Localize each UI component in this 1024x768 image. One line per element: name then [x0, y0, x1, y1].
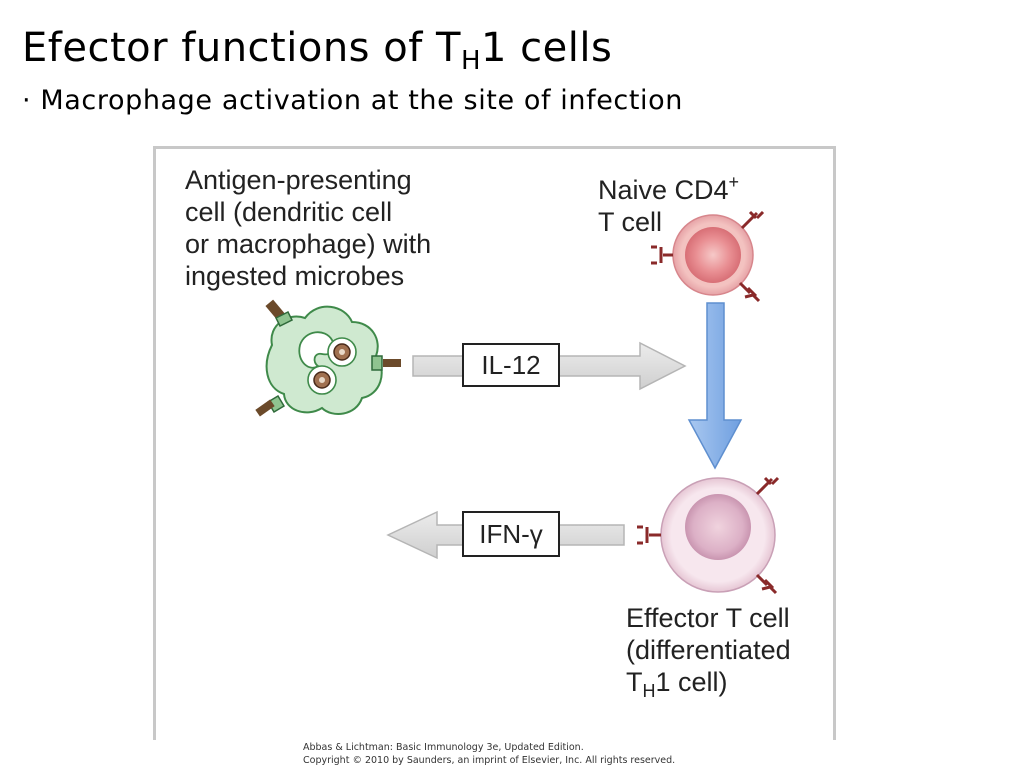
effector-t-cell	[637, 476, 780, 595]
credit-line1: Abbas & Lichtman: Basic Immunology 3e, U…	[303, 742, 584, 753]
apc-label-line: cell (dendritic cell	[185, 197, 393, 227]
effector-label-line1: Effector T cell	[626, 603, 790, 633]
tcr-receptor	[637, 525, 661, 545]
antigen-presenting-cell	[255, 299, 401, 417]
effector-label-text: T	[626, 667, 643, 697]
apc-label-line: ingested microbes	[185, 261, 405, 291]
title-text-end: 1 cells	[481, 25, 613, 71]
tcr-receptor	[738, 281, 761, 303]
il12-box: IL-12	[462, 343, 560, 387]
naive-label-line2: T cell	[598, 207, 663, 237]
slide-bullet: · Macrophage activation at the site of i…	[22, 84, 683, 118]
bullet-text: Macrophage activation at the site of inf…	[40, 85, 683, 116]
tcr-receptor	[740, 210, 765, 230]
naive-t-cell-label: Naive CD4+ T cell	[598, 172, 740, 238]
bullet-marker: ·	[22, 85, 32, 116]
effector-label-line2: (differentiated	[626, 635, 791, 665]
il12-label: IL-12	[481, 349, 541, 380]
tcr-receptor	[651, 245, 673, 265]
naive-label-superscript: +	[728, 172, 740, 192]
microbe-phagosome	[327, 337, 357, 367]
apc-label-line: or macrophage) with	[185, 229, 432, 259]
ifn-gamma-label: IFN-γ	[479, 518, 543, 549]
naive-t-cell	[651, 210, 765, 303]
microbe-phagosome	[307, 365, 337, 395]
mhc-antigen-complex	[371, 355, 401, 371]
credit-line2: Copyright © 2010 by Saunders, an imprint…	[303, 755, 676, 766]
mhc-antigen-complex	[265, 299, 294, 328]
apc-label-line: Antigen-presenting	[185, 165, 412, 195]
effector-label-text-end: 1 cell)	[655, 667, 728, 697]
title-text: Efector functions of T	[22, 25, 461, 71]
ifn-gamma-box: IFN-γ	[462, 511, 560, 557]
title-subscript: H	[460, 46, 481, 76]
slide-title: Efector functions of TH1 cells	[22, 24, 613, 74]
differentiation-arrow	[687, 302, 743, 470]
figure-credit: Abbas & Lichtman: Basic Immunology 3e, U…	[303, 741, 675, 767]
tcr-receptor	[755, 476, 780, 496]
effector-label-subscript: H	[642, 681, 656, 701]
mhc-antigen-complex	[255, 394, 286, 417]
naive-label-text: Naive CD4	[598, 175, 729, 205]
tcr-receptor	[755, 573, 778, 595]
